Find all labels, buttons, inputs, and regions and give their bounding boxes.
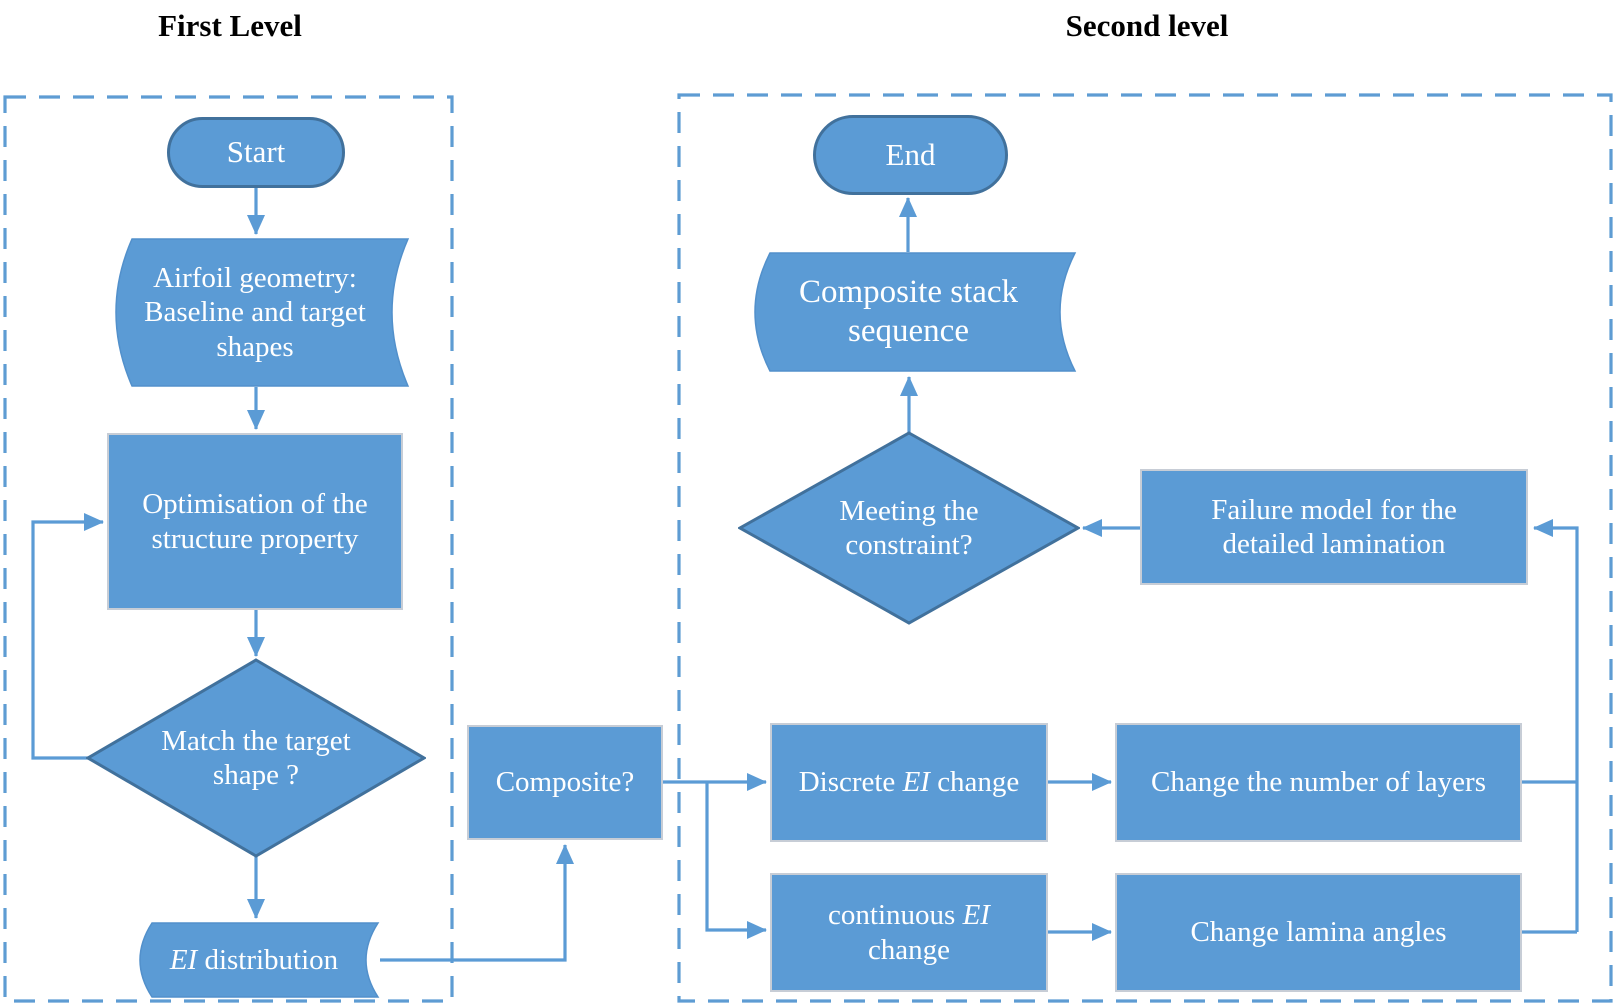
meeting-line1: Meeting the: [839, 494, 979, 527]
first-level-title: First Level: [158, 8, 302, 43]
arrow-loop-match-to-optimisation: [31, 513, 104, 760]
wave-shape: [115, 238, 410, 387]
airfoil-geometry-label: Airfoil geometry: Baseline and target sh…: [144, 261, 366, 364]
failure-model-label: Failure model for the detailed laminatio…: [1211, 493, 1457, 561]
stack-line1: Composite stack: [798, 274, 1019, 311]
match-target-decision: Match the target shape ?: [86, 658, 426, 858]
end-label: End: [885, 136, 936, 172]
airfoil-line1: Airfoil geometry:: [153, 262, 357, 295]
airfoil-geometry-node: Airfoil geometry: Baseline and target sh…: [100, 238, 410, 387]
ei-distribution-label: EI distribution: [170, 943, 338, 977]
optimisation-label: Optimisation of the structure property: [142, 487, 368, 555]
continuous-ei-italic: EI: [962, 899, 990, 932]
start-label: Start: [226, 134, 286, 170]
composite-label: Composite?: [495, 766, 635, 799]
stack-sequence-label: Composite stack sequence: [799, 273, 1018, 351]
discrete-ei-change-label: Discrete EI change: [799, 765, 1020, 799]
ei-rest: distribution: [197, 943, 339, 976]
continuous-ei-change-label: continuous EI change: [828, 898, 990, 966]
change-layers-node: Change the number of layers: [1115, 723, 1522, 842]
arrow-ei-to-composite: [380, 844, 574, 962]
optimisation-line1: Optimisation of the: [142, 488, 368, 521]
diamond-shape: [738, 431, 1080, 625]
end-node: End: [813, 115, 1008, 195]
airfoil-line3: shapes: [216, 330, 294, 363]
discrete-pre: Discrete: [798, 766, 903, 799]
match-line1: Match the target: [161, 724, 351, 757]
continuous-line2: change: [867, 933, 951, 966]
discrete-ei-change-node: Discrete EI change: [770, 723, 1048, 842]
continuous-pre: continuous: [828, 899, 963, 932]
ei-italic: EI: [169, 943, 198, 976]
second-level-title: Second level: [1065, 8, 1229, 43]
connectors: [31, 188, 1579, 962]
meeting-constraint-label: Meeting the constraint?: [839, 494, 978, 562]
failure-model-node: Failure model for the detailed laminatio…: [1140, 469, 1528, 585]
match-line2: shape ?: [212, 759, 300, 791]
stack-sequence-node: Composite stack sequence: [740, 252, 1077, 372]
discrete-ei-italic: EI: [902, 766, 930, 799]
change-angles-node: Change lamina angles: [1115, 873, 1522, 992]
change-angles-label: Change lamina angles: [1190, 916, 1447, 949]
change-layers-label: Change the number of layers: [1150, 766, 1486, 799]
match-target-label: Match the target shape ?: [161, 724, 351, 792]
discrete-post: change: [929, 766, 1020, 799]
optimisation-line2: structure property: [151, 522, 359, 555]
stack-line2: sequence: [848, 313, 969, 349]
arrow-right-to-failure: [1533, 519, 1579, 932]
wave-shape: [754, 252, 1077, 372]
diamond-shape: [86, 658, 426, 858]
ei-distribution-node: EI distribution: [128, 922, 380, 998]
airfoil-line2: Baseline and target: [144, 296, 366, 329]
first-level-boundary: [3, 95, 454, 1003]
failure-line2: detailed lamination: [1222, 528, 1446, 560]
continuous-ei-change-node: continuous EI change: [770, 873, 1048, 992]
start-node: Start: [167, 117, 345, 188]
meeting-constraint-decision: Meeting the constraint?: [738, 431, 1080, 625]
meeting-line2: constraint?: [845, 529, 973, 561]
wave-shape: [139, 922, 380, 998]
optimisation-node: Optimisation of the structure property: [107, 433, 403, 610]
composite-decision-node: Composite?: [467, 725, 663, 840]
arrow-composite-to-continuous: [705, 782, 767, 939]
failure-line1: Failure model for the: [1211, 493, 1457, 526]
